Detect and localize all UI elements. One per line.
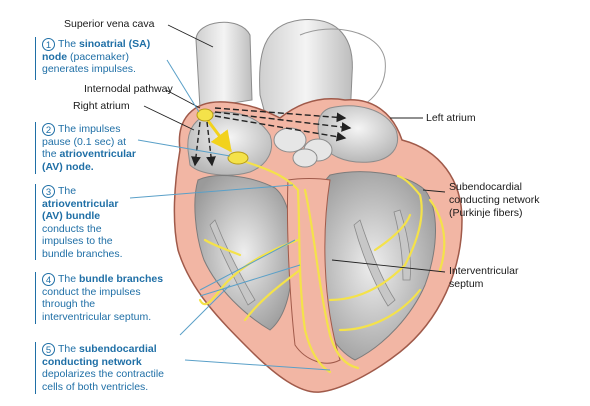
- step-number-badge: 5: [42, 343, 55, 356]
- step-3-line: conducts the: [42, 223, 192, 235]
- av-node: [228, 152, 248, 164]
- step-text: bundle branches.: [42, 248, 123, 260]
- step-key-term: atrioventricular: [60, 148, 136, 160]
- step-text: through the: [42, 298, 95, 310]
- step-number-badge: 2: [42, 123, 55, 136]
- step-text: conduct the impulses: [42, 286, 141, 298]
- step-key-term: subendocardial: [79, 343, 157, 355]
- step-3-line: (AV) bundle: [42, 210, 192, 222]
- step-5-line: cells of both ventricles.: [42, 381, 192, 393]
- step-key-term: bundle branches: [79, 273, 163, 285]
- label-subendocardial-line1: Subendocardial: [449, 181, 522, 194]
- step-text: cells of both ventricles.: [42, 381, 148, 393]
- sa-node: [197, 109, 213, 121]
- step-2-line: (AV) node.: [42, 161, 192, 173]
- label-left-atrium: Left atrium: [426, 112, 476, 125]
- label-right-atrium: Right atrium: [73, 100, 130, 113]
- step-key-term: (AV) node.: [42, 161, 94, 173]
- step-text: (pacemaker): [67, 51, 129, 63]
- step-2-line: pause (0.1 sec) at: [42, 136, 192, 148]
- step-number-badge: 1: [42, 38, 55, 51]
- step-text: depolarizes the contractile: [42, 368, 164, 380]
- label-subendocardial-line2: conducting network: [449, 194, 539, 207]
- step-text: The impulses: [58, 123, 120, 135]
- superior-vena-cava: [196, 22, 252, 108]
- step-1-line: node (pacemaker): [42, 51, 192, 63]
- step-text: The: [58, 185, 76, 197]
- step-text: The: [58, 38, 79, 50]
- step-key-term: atrioventricular: [42, 198, 118, 210]
- step-3-bracket: [35, 184, 36, 260]
- step-text: interventricular septum.: [42, 311, 151, 323]
- step-number-badge: 3: [42, 185, 55, 198]
- label-interventricular-line2: septum: [449, 278, 483, 291]
- step-5-line: conducting network: [42, 356, 192, 368]
- step-4-line: conduct the impulses: [42, 286, 192, 298]
- step-text: the: [42, 148, 60, 160]
- step-text: The: [58, 343, 79, 355]
- step-2-bracket: [35, 122, 36, 174]
- step-key-term: sinoatrial (SA): [79, 38, 150, 50]
- step-2-line: the atrioventricular: [42, 148, 192, 160]
- step-key-term: (AV) bundle: [42, 210, 100, 222]
- step-number-badge: 4: [42, 273, 55, 286]
- step-text: conducts the: [42, 223, 102, 235]
- step-text: The: [58, 273, 79, 285]
- step-text: pause (0.1 sec) at: [42, 136, 126, 148]
- step-4-line: through the: [42, 298, 192, 310]
- step-4-bracket: [35, 272, 36, 324]
- step-5-bracket: [35, 342, 36, 394]
- label-interventricular-line1: Interventricular: [449, 265, 518, 278]
- label-superior-vena-cava: Superior vena cava: [64, 18, 154, 31]
- step-key-term: conducting network: [42, 356, 142, 368]
- step-1-bracket: [35, 37, 36, 80]
- label-internodal-pathway: Internodal pathway: [84, 83, 173, 96]
- step-1-line: generates impulses.: [42, 63, 192, 75]
- step-key-term: node: [42, 51, 67, 63]
- step-3-line: impulses to the: [42, 235, 192, 247]
- step-3-line: bundle branches.: [42, 248, 192, 260]
- step-4-line: interventricular septum.: [42, 311, 192, 323]
- step-text: impulses to the: [42, 235, 113, 247]
- step-3-line: atrioventricular: [42, 198, 192, 210]
- step-5-line: depolarizes the contractile: [42, 368, 192, 380]
- step-text: generates impulses.: [42, 63, 136, 75]
- label-subendocardial-line3: (Purkinje fibers): [449, 207, 523, 220]
